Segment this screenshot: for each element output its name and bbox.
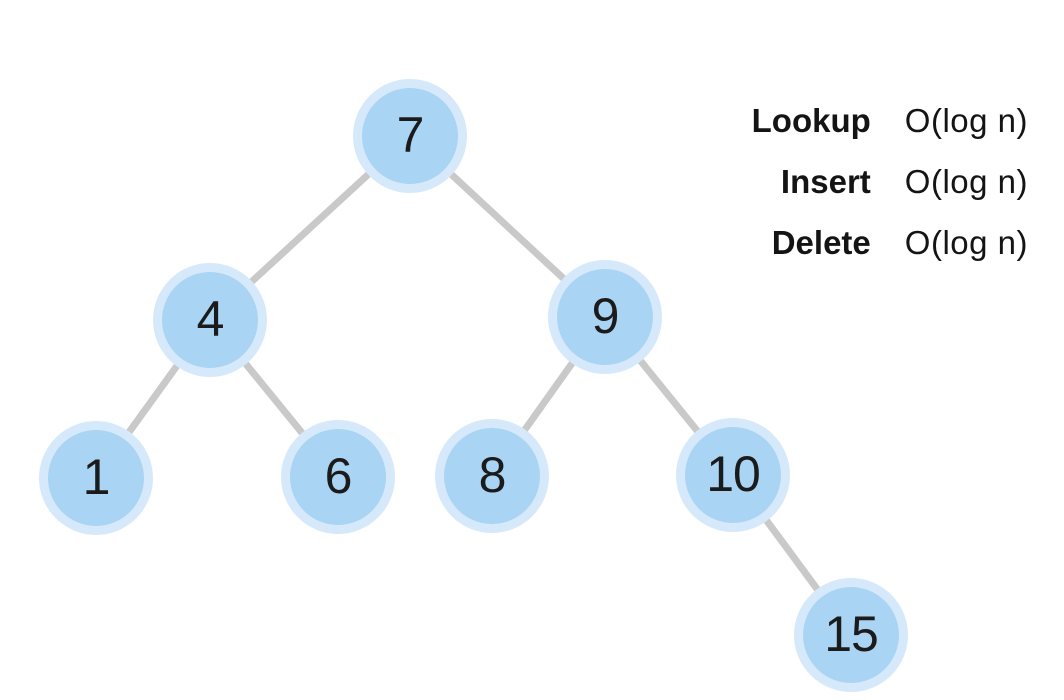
tree-node-1: 1 bbox=[39, 421, 153, 535]
tree-node-10: 10 bbox=[676, 418, 790, 532]
legend-complexity-insert: O(log n) bbox=[904, 163, 1028, 200]
tree-node-15: 15 bbox=[794, 578, 908, 692]
legend-operation-insert: Insert bbox=[780, 163, 871, 200]
legend-operation-lookup: Lookup bbox=[751, 102, 871, 139]
legend-operation-delete: Delete bbox=[771, 224, 871, 261]
tree-node-6: 6 bbox=[281, 420, 395, 534]
tree-node-value: 15 bbox=[824, 606, 879, 662]
tree-node-value: 1 bbox=[82, 449, 111, 505]
tree-node-value: 10 bbox=[706, 446, 761, 502]
tree-node-value: 7 bbox=[396, 107, 425, 163]
tree-node-4: 4 bbox=[153, 263, 267, 377]
tree-node-value: 9 bbox=[591, 288, 620, 344]
legend-complexity-lookup: O(log n) bbox=[904, 102, 1028, 139]
legend-complexity-delete: O(log n) bbox=[904, 224, 1028, 261]
tree-node-7: 7 bbox=[353, 79, 467, 193]
tree-node-9: 9 bbox=[548, 260, 662, 374]
tree-node-value: 4 bbox=[196, 291, 225, 347]
tree-node-value: 6 bbox=[324, 448, 353, 504]
tree-node-value: 8 bbox=[478, 447, 507, 503]
tree-node-8: 8 bbox=[435, 419, 549, 533]
